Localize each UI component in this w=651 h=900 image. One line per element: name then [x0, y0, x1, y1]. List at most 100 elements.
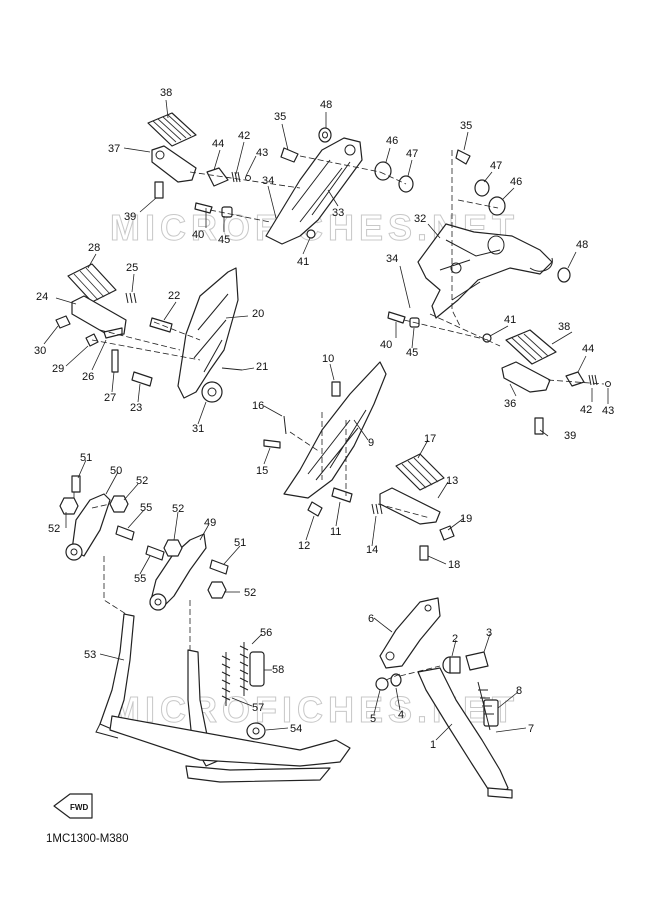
pin-21 — [221, 367, 243, 371]
washer-4 — [390, 673, 402, 687]
bushing-46 — [374, 161, 392, 181]
nut-52-c — [163, 539, 183, 557]
footrest-bracket-36 — [501, 361, 551, 393]
bolt-10 — [331, 381, 341, 397]
callout-21: 21 — [256, 361, 268, 373]
bolt-40-right — [387, 311, 406, 324]
spring-57 — [221, 652, 231, 706]
washer-5 — [375, 677, 389, 691]
side-stand-1 — [417, 667, 513, 799]
callout-51-b: 51 — [234, 537, 246, 549]
bolt-3 — [465, 651, 489, 671]
callout-40-right: 40 — [380, 339, 392, 351]
callout-52-a: 52 — [136, 475, 148, 487]
callout-55-b: 55 — [134, 573, 146, 585]
callout-27: 27 — [104, 392, 116, 404]
ball-43-right — [605, 381, 611, 387]
passenger-footrest-right-group — [263, 361, 455, 561]
footrest-bracket-32 — [417, 223, 553, 319]
bushing-47-right — [474, 179, 490, 197]
callout-34-right: 34 — [386, 253, 398, 265]
callout-11: 11 — [330, 526, 341, 538]
pin-27 — [111, 349, 119, 373]
callout-3: 3 — [486, 627, 492, 639]
callout-1: 1 — [430, 739, 436, 751]
washer-48 — [318, 127, 332, 143]
callout-28: 28 — [88, 242, 100, 254]
callout-16: 16 — [252, 400, 264, 412]
footrest-bracket-37 — [151, 145, 197, 183]
callout-51: 51 — [80, 452, 92, 464]
callout-58: 58 — [272, 664, 284, 676]
callout-2: 2 — [452, 633, 458, 645]
callout-5: 5 — [370, 713, 376, 725]
callout-54: 54 — [290, 723, 302, 735]
callout-7: 7 — [528, 723, 534, 735]
bolt-23 — [131, 371, 153, 387]
bolt-35-right — [455, 149, 471, 165]
callout-32: 32 — [414, 213, 426, 225]
callout-15: 15 — [256, 465, 268, 477]
callout-4: 4 — [398, 709, 404, 721]
callout-labels: 38 37 39 44 42 43 40 45 34 35 48 33 41 4… — [34, 87, 614, 751]
bracket-50 — [71, 493, 111, 557]
callout-41-right: 41 — [504, 314, 516, 326]
callout-24: 24 — [36, 291, 48, 303]
side-stand-group — [375, 597, 513, 799]
pin-16 — [283, 415, 287, 435]
footpeg-rubber-38 — [147, 112, 197, 147]
spring-14 — [371, 503, 383, 515]
callout-34: 34 — [262, 175, 274, 187]
spring-25 — [125, 292, 137, 304]
fwd-label: FWD — [70, 803, 88, 812]
ball-43 — [245, 175, 251, 181]
diagram-code: 1MC1300-M380 — [46, 833, 128, 845]
callout-47-right: 47 — [490, 160, 502, 172]
callout-33: 33 — [332, 207, 344, 219]
damper-54 — [246, 722, 266, 740]
callout-25: 25 — [126, 262, 138, 274]
callout-9: 9 — [368, 437, 374, 449]
collar-45 — [221, 206, 233, 218]
callout-48: 48 — [320, 99, 332, 111]
footpeg-rubber-28 — [67, 263, 117, 303]
bolt-39-right — [534, 417, 544, 435]
callout-18: 18 — [448, 559, 460, 571]
rider-footrest-right-group — [387, 149, 611, 435]
footpeg-rubber-17 — [395, 453, 445, 491]
callout-30: 30 — [34, 345, 46, 357]
footrest-bracket-20 — [177, 267, 239, 399]
bolt-40 — [194, 202, 213, 214]
callout-45: 45 — [218, 234, 230, 246]
main-stand-group — [59, 475, 351, 783]
leader-lines — [43, 99, 609, 741]
bolt-18 — [419, 545, 429, 561]
callout-12: 12 — [298, 540, 310, 552]
fwd-arrow-icon: FWD — [53, 793, 93, 819]
callout-26: 26 — [82, 371, 94, 383]
callout-6: 6 — [368, 613, 374, 625]
callout-23: 23 — [130, 402, 142, 414]
callout-35: 35 — [274, 111, 286, 123]
callout-43-right: 43 — [602, 405, 614, 417]
callout-36: 36 — [504, 398, 516, 410]
callout-41: 41 — [297, 256, 309, 268]
bolt-35 — [280, 147, 299, 163]
callout-57: 57 — [252, 702, 264, 714]
nut-52-d — [207, 581, 227, 599]
plate-44 — [206, 167, 229, 187]
bolt-15 — [263, 439, 281, 449]
callout-31: 31 — [192, 423, 204, 435]
callout-8: 8 — [516, 685, 522, 697]
callout-14: 14 — [366, 544, 378, 556]
callout-39: 39 — [124, 211, 136, 223]
callout-55-a: 55 — [140, 502, 152, 514]
bolt-11 — [331, 487, 353, 503]
callout-46-right: 46 — [510, 176, 522, 188]
callout-13: 13 — [446, 475, 458, 487]
callout-49: 49 — [204, 517, 216, 529]
bracket-6 — [379, 597, 441, 669]
callout-38-right: 38 — [558, 321, 570, 333]
spring-56 — [239, 642, 249, 696]
